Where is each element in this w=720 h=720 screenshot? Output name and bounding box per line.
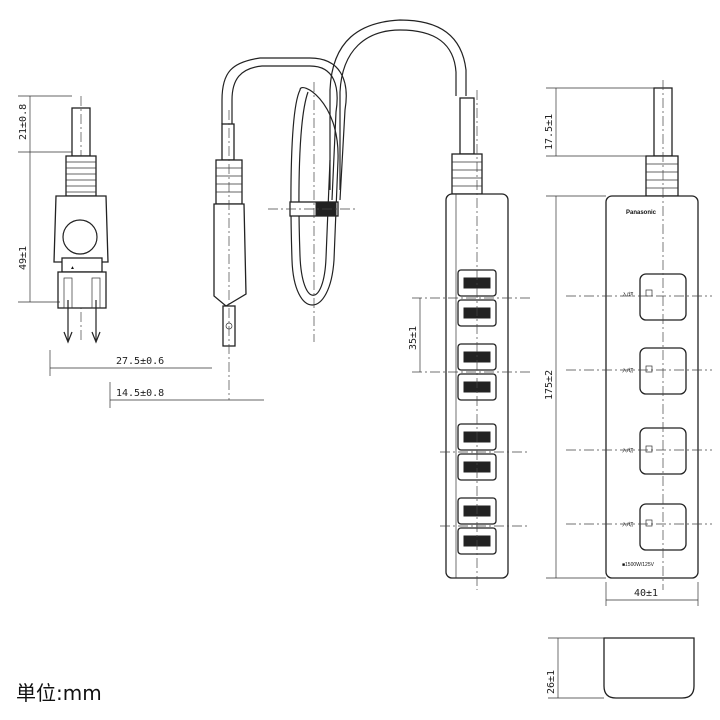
side-offset-dimension: 14.5±0.8 <box>116 388 164 399</box>
strip-dimensions: 17.5±1 175±2 40±1 <box>544 87 699 606</box>
height-dimension: 26±1 <box>546 670 557 694</box>
plug-dimensions: 21±0.8 49±1 27.5±0.6 14.5±0.8 <box>18 95 264 408</box>
outlet-spacing-dimension: 35±1 <box>408 326 419 350</box>
length-dimension: 175±2 <box>544 370 555 400</box>
brand-label: Panasonic <box>626 210 657 216</box>
rating-label: ■1500W/125V <box>622 562 655 568</box>
cord-exit-dimension: 17.5±1 <box>544 114 555 150</box>
unit-label: 単位:mm <box>16 681 102 705</box>
switch-1-label: 入/切 <box>622 291 633 298</box>
plug-height-dimension: 49±1 <box>18 246 29 270</box>
outlet-spacing-dimension-lines: 35±1 <box>408 298 421 372</box>
plug-grip-mark: ▲ <box>70 265 75 271</box>
pin-length-dimension: 21±0.8 <box>18 104 29 140</box>
switch-3: 入/切 <box>622 427 687 475</box>
strip-top-view: Panasonic 入/切 入/切 入/切 入/切 ■1500W/125V <box>566 80 712 590</box>
switch-2-label: 入/切 <box>622 367 633 374</box>
cord-coil <box>268 19 467 342</box>
width-dimension: 40±1 <box>634 588 658 599</box>
plug-front-view: ▲ <box>53 96 109 344</box>
strip-side-view <box>412 90 530 590</box>
plug-side-view <box>213 57 310 400</box>
switch-3-label: 入/切 <box>622 447 633 454</box>
switch-4-label: 入/切 <box>622 521 633 528</box>
strip-end-view: 26±1 <box>546 637 695 699</box>
pin-spacing-dimension: 27.5±0.6 <box>116 356 164 367</box>
